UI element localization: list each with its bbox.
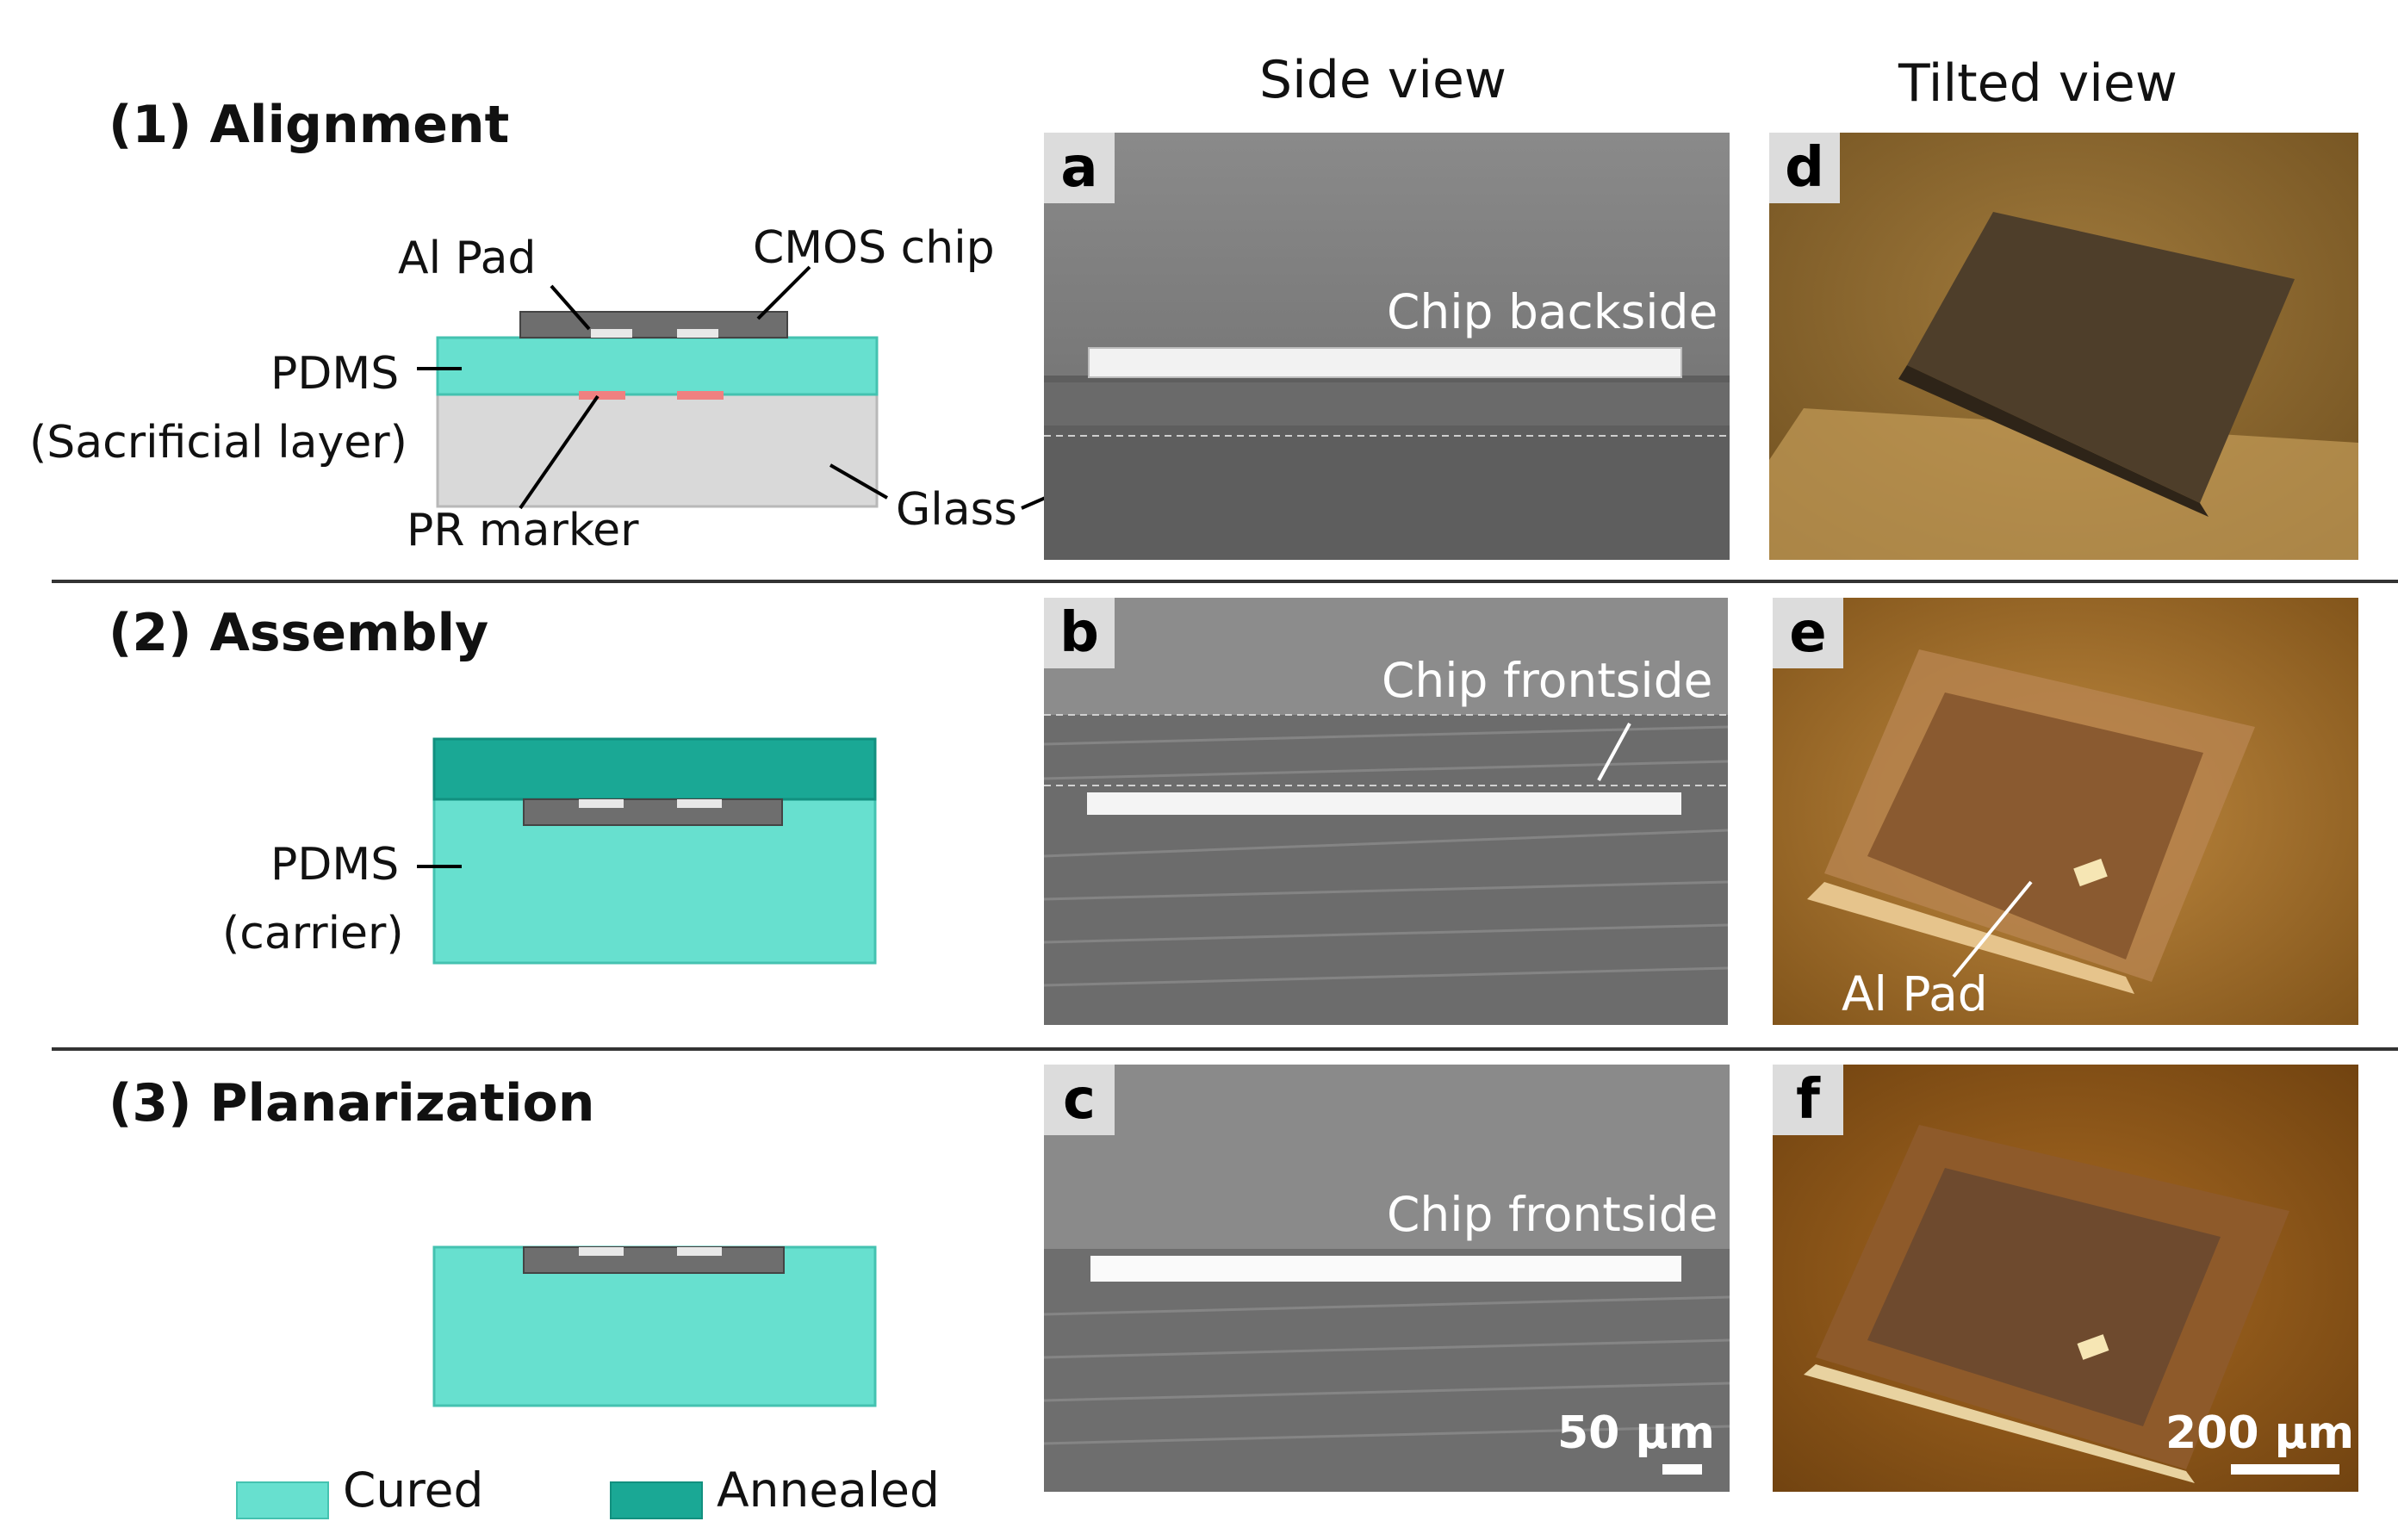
panel-f-scale-bar xyxy=(2231,1464,2339,1475)
legend-cured-swatch xyxy=(236,1481,329,1519)
annealed-pdms xyxy=(432,737,877,801)
panel-e-optical-image: e Al Pad xyxy=(1773,598,2358,1025)
pr-marker-label: PR marker xyxy=(407,505,639,556)
panel-b-image xyxy=(1044,598,1728,1025)
al-pad-leader xyxy=(550,284,591,331)
panel-e-text: Al Pad xyxy=(1842,966,1988,1021)
panel-b-text: Chip frontside xyxy=(1382,653,1713,708)
legend-annealed-swatch xyxy=(610,1481,703,1519)
step-2-title: (2) Assembly xyxy=(109,603,489,663)
al-pad-2-right xyxy=(677,799,722,808)
panel-e-tag: e xyxy=(1773,598,1843,668)
panel-d-optical-image: d xyxy=(1769,133,2358,560)
planarization-schematic xyxy=(432,1245,877,1407)
panel-d-tag: d xyxy=(1769,133,1840,203)
pdms-label: PDMS xyxy=(270,348,400,400)
legend-cured-label: Cured xyxy=(343,1462,484,1518)
glass-substrate xyxy=(436,393,879,508)
glass-label: Glass xyxy=(896,484,1017,536)
al-pad-3-right xyxy=(677,1247,722,1256)
panel-c-scale-bar xyxy=(1662,1464,1702,1475)
al-pad-label: Al Pad xyxy=(398,233,537,284)
panel-b-tag: b xyxy=(1044,598,1115,668)
panel-a-image xyxy=(1044,133,1730,560)
pr-marker-left xyxy=(579,391,625,400)
pdms-sacrificial-layer xyxy=(436,336,879,396)
pr-marker-leader xyxy=(519,394,600,510)
panel-c-image xyxy=(1044,1065,1730,1492)
separator-2 xyxy=(52,1047,2398,1051)
legend-annealed-label: Annealed xyxy=(717,1462,940,1518)
side-view-header: Side view xyxy=(1259,50,1507,110)
panel-a-tag: a xyxy=(1044,133,1115,203)
glass-leader xyxy=(829,463,888,500)
panel-f-optical-image: f 200 µm xyxy=(1773,1065,2358,1492)
cmos-chip xyxy=(519,311,788,338)
panel-b-sem-image: b Chip frontside xyxy=(1044,598,1728,1025)
carrier-label: (carrier) xyxy=(222,908,404,959)
pr-marker-right xyxy=(677,391,724,400)
cmos-chip-leader xyxy=(756,265,811,320)
panel-c-text: Chip frontside xyxy=(1387,1187,1718,1242)
panel-d-image xyxy=(1769,133,2358,560)
al-pad-right xyxy=(677,329,718,338)
sacrificial-layer-label: (Sacrificial layer) xyxy=(29,417,407,469)
panel-e-image xyxy=(1773,598,2358,1025)
tilted-view-header: Tilted view xyxy=(1898,53,2177,114)
separator-1 xyxy=(52,580,2398,583)
panel-c-tag: c xyxy=(1044,1065,1115,1135)
alignment-schematic xyxy=(417,265,1051,510)
step-1-title: (1) Alignment xyxy=(109,95,510,155)
cmos-chip-2 xyxy=(523,798,783,826)
al-pad-3-left xyxy=(579,1247,624,1256)
assembly-schematic xyxy=(417,737,877,965)
step-3-title: (3) Planarization xyxy=(109,1073,595,1133)
panel-f-scale-label: 200 µm xyxy=(2165,1407,2355,1459)
al-pad-2-left xyxy=(579,799,624,808)
pdms-carrier-label: PDMS xyxy=(270,839,400,891)
panel-c-scale-label: 50 µm xyxy=(1557,1407,1715,1459)
panel-f-tag: f xyxy=(1773,1065,1843,1135)
cmos-chip-label: CMOS chip xyxy=(753,222,995,274)
panel-c-sem-image: c Chip frontside 50 µm xyxy=(1044,1065,1730,1492)
al-pad-left xyxy=(591,329,632,338)
glass-leader-2 xyxy=(1021,494,1051,510)
panel-a-text: Chip backside xyxy=(1387,284,1718,339)
panel-a-sem-image: a Chip backside xyxy=(1044,133,1730,560)
cmos-chip-3 xyxy=(523,1246,785,1274)
panel-f-image xyxy=(1773,1065,2358,1492)
